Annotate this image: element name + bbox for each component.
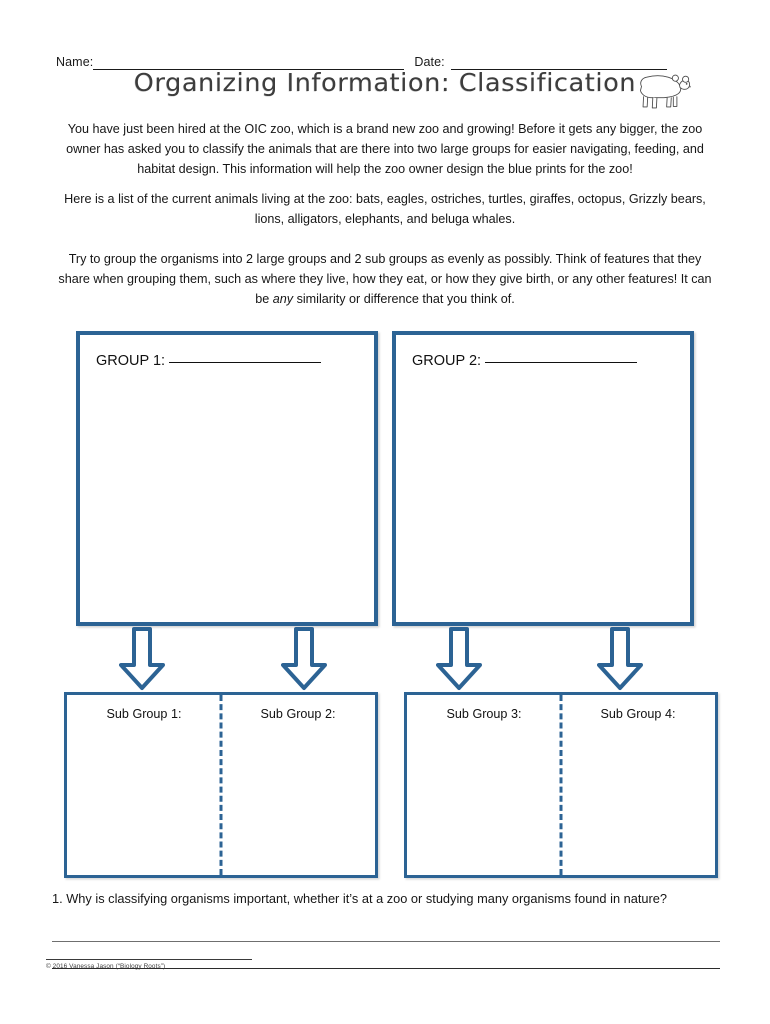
answer-line-2[interactable]: [52, 968, 720, 969]
page-title: Organizing Information: Classification: [133, 68, 637, 97]
date-input-line[interactable]: [450, 56, 667, 70]
instructions-text-after: similarity or difference that you think …: [293, 292, 515, 306]
answer-line-1[interactable]: [52, 941, 720, 942]
sub-group-divider-right: [559, 695, 563, 875]
intro-paragraph: You have just been hired at the OIC zoo,…: [66, 122, 704, 176]
sub-group-box-right[interactable]: Sub Group 3: Sub Group 4:: [404, 692, 718, 878]
group-1-label-text: GROUP 1:: [96, 353, 166, 369]
name-label: Name:: [56, 55, 94, 69]
bear-icon: [640, 74, 691, 109]
sub-group-1-label: Sub Group 1:: [106, 707, 182, 721]
group-1-box[interactable]: GROUP 1:: [76, 331, 378, 626]
group-2-box[interactable]: GROUP 2:: [392, 331, 694, 626]
instructions-emphasis: any: [272, 292, 294, 306]
group-1-label: GROUP 1:: [96, 349, 322, 369]
question-1-text: 1. Why is classifying organisms importan…: [52, 891, 668, 906]
sub-group-4-label: Sub Group 4:: [600, 707, 676, 721]
sub-group-divider-left: [219, 695, 223, 875]
name-date-row: Name: Date:: [56, 50, 714, 70]
footer-divider: [46, 959, 252, 960]
title-row: Organizing Information: Classification: [0, 68, 770, 110]
name-input-line[interactable]: [93, 56, 405, 70]
down-arrow-icon-4: [597, 627, 643, 690]
down-arrow-icon-3: [436, 627, 482, 690]
group-1-name-blank[interactable]: [169, 349, 322, 363]
down-arrow-icon-2: [281, 627, 327, 690]
group-2-name-blank[interactable]: [485, 349, 638, 363]
down-arrow-icon-1: [119, 627, 165, 690]
group-2-label: GROUP 2:: [412, 349, 638, 369]
instructions-paragraph: Try to group the organisms into 2 large …: [52, 249, 718, 309]
instructions-text-before: Try to group the organisms into 2 large …: [58, 252, 712, 306]
sub-group-box-left[interactable]: Sub Group 1: Sub Group 2:: [64, 692, 378, 878]
sub-group-2-label: Sub Group 2:: [260, 707, 336, 721]
footer-copyright: © 2016 Vanessa Jason (“Biology Roots”): [46, 963, 166, 970]
sub-group-3-label: Sub Group 3:: [446, 707, 522, 721]
animal-list-paragraph: Here is a list of the current animals li…: [64, 192, 706, 226]
group-2-label-text: GROUP 2:: [412, 353, 482, 369]
date-label: Date:: [414, 55, 445, 69]
